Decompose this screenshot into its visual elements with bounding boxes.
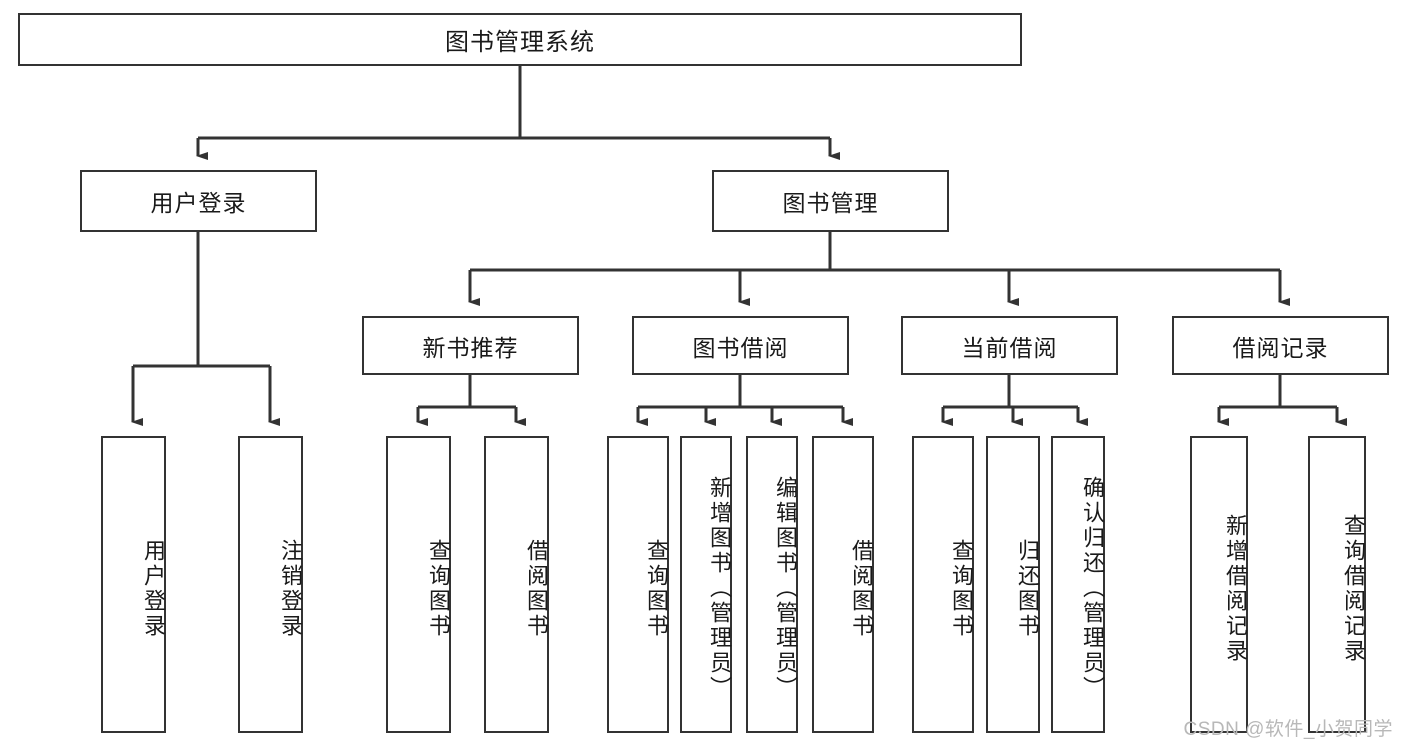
node-label: 借阅记录 (1232, 334, 1329, 361)
node-label: 归还图书 (1015, 538, 1040, 639)
node-borrow-record[interactable]: 借阅记录 (1172, 316, 1389, 375)
leaf-query-book-current[interactable]: 查询图书 (912, 436, 974, 733)
node-label: 查询图书 (644, 538, 669, 639)
watermark-credit: CSDN @软件_小贺同学 (1183, 719, 1393, 740)
node-label: 注销登录 (278, 538, 303, 639)
leaf-confirm-return-admin[interactable]: 确认归还（管理员） (1051, 436, 1105, 733)
node-current-borrow[interactable]: 当前借阅 (901, 316, 1118, 375)
node-label: 确认归还（管理员） (1080, 476, 1105, 701)
node-book-management[interactable]: 图书管理 (712, 170, 949, 232)
node-label: 图书管理 (782, 190, 879, 216)
node-label: 用户登录 (141, 538, 166, 639)
node-label: 新增图书（管理员） (707, 476, 732, 701)
node-label: 新增借阅记录 (1223, 513, 1248, 664)
node-label: 编辑图书（管理员） (773, 476, 798, 701)
node-label: 借阅图书 (524, 538, 549, 639)
leaf-add-borrow-record[interactable]: 新增借阅记录 (1190, 436, 1248, 733)
leaf-edit-book-admin[interactable]: 编辑图书（管理员） (746, 436, 798, 733)
node-new-book-recommend[interactable]: 新书推荐 (362, 316, 579, 375)
node-label: 借阅图书 (849, 538, 874, 639)
node-label: 新书推荐 (422, 334, 519, 361)
leaf-query-borrow-record[interactable]: 查询借阅记录 (1308, 436, 1366, 733)
node-label: 查询借阅记录 (1341, 513, 1366, 664)
node-label: 查询图书 (426, 538, 451, 639)
leaf-user-login[interactable]: 用户登录 (101, 436, 166, 733)
node-label: 用户登录 (150, 190, 247, 216)
leaf-logout[interactable]: 注销登录 (238, 436, 303, 733)
node-label: 查询图书 (949, 538, 974, 639)
leaf-query-book-borrow[interactable]: 查询图书 (607, 436, 669, 733)
leaf-borrow-book-newbook[interactable]: 借阅图书 (484, 436, 549, 733)
leaf-add-book-admin[interactable]: 新增图书（管理员） (680, 436, 732, 733)
leaf-borrow-book[interactable]: 借阅图书 (812, 436, 874, 733)
leaf-query-book-newbook[interactable]: 查询图书 (386, 436, 451, 733)
node-root-system[interactable]: 图书管理系统 (18, 13, 1022, 66)
node-label: 图书借阅 (692, 334, 789, 361)
node-book-borrow[interactable]: 图书借阅 (632, 316, 849, 375)
leaf-return-book[interactable]: 归还图书 (986, 436, 1040, 733)
node-label: 图书管理系统 (445, 29, 595, 56)
node-label: 当前借阅 (961, 334, 1058, 361)
node-user-login[interactable]: 用户登录 (80, 170, 317, 232)
